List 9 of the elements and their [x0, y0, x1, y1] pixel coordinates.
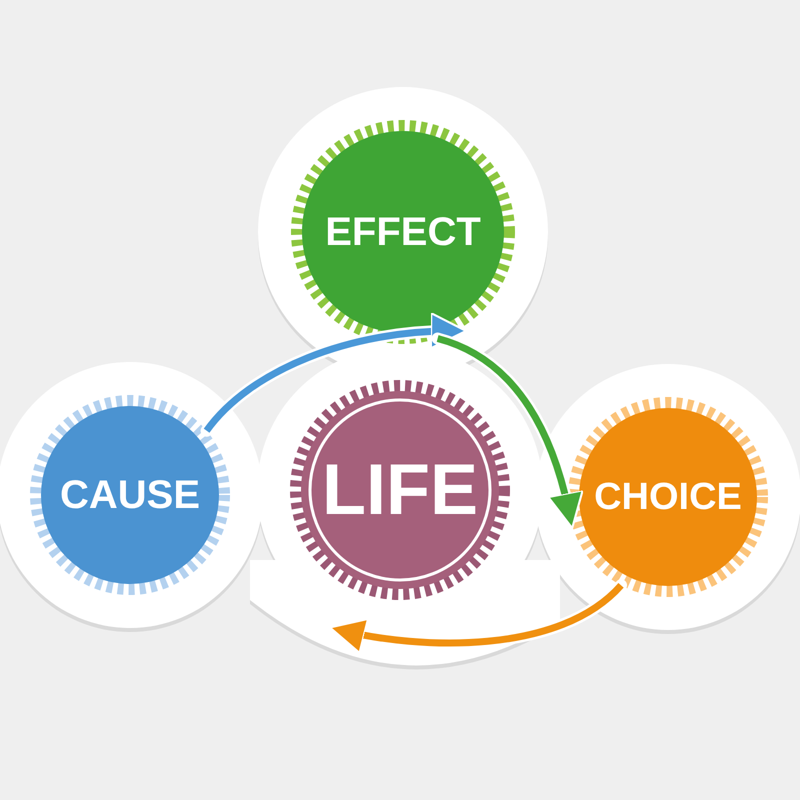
curved-arrow: [436, 335, 584, 530]
node-label: CAUSE: [60, 475, 200, 515]
gear-circle: [290, 380, 510, 600]
gear-circle: [291, 120, 515, 344]
node-label: CHOICE: [594, 478, 742, 516]
gear-circle: [30, 395, 230, 595]
node-label: LIFE: [322, 454, 478, 526]
gear-circle: [568, 397, 768, 597]
node-label: EFFECT: [325, 212, 481, 252]
